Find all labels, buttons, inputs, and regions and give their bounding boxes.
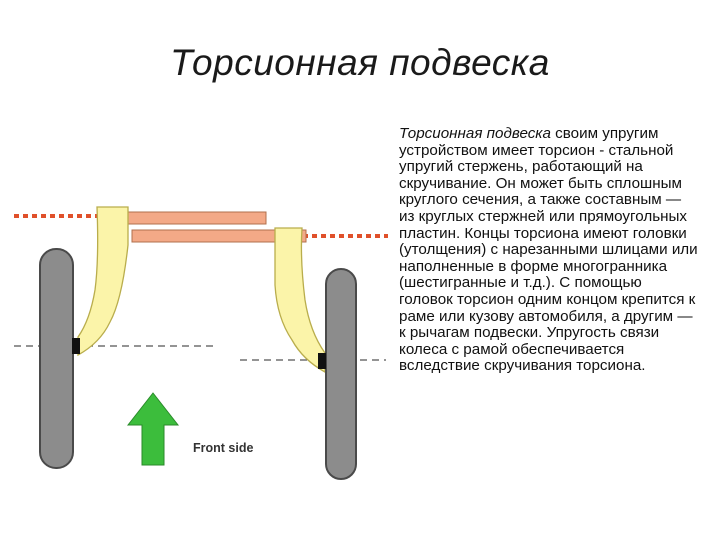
- torsion-suspension-diagram: Front side: [14, 206, 388, 480]
- description-body: своим упругим устройством имеет торсион …: [399, 125, 698, 375]
- front-direction-arrow: [126, 392, 180, 466]
- left-wheel: [39, 248, 74, 469]
- description-term: Торсионная подвеска: [399, 125, 551, 142]
- right-wheel: [325, 268, 357, 480]
- right-hub-connector: [318, 353, 326, 369]
- lower-torsion-bar: [131, 229, 307, 243]
- left-hub-connector: [72, 338, 80, 354]
- right-suspension-arm: [274, 227, 326, 374]
- slide-title: Торсионная подвеска: [170, 42, 550, 83]
- description-text: Торсионная подвеска своим упругим устрой…: [399, 125, 699, 375]
- left-suspension-arm: [77, 206, 129, 357]
- front-side-label: Front side: [193, 441, 253, 455]
